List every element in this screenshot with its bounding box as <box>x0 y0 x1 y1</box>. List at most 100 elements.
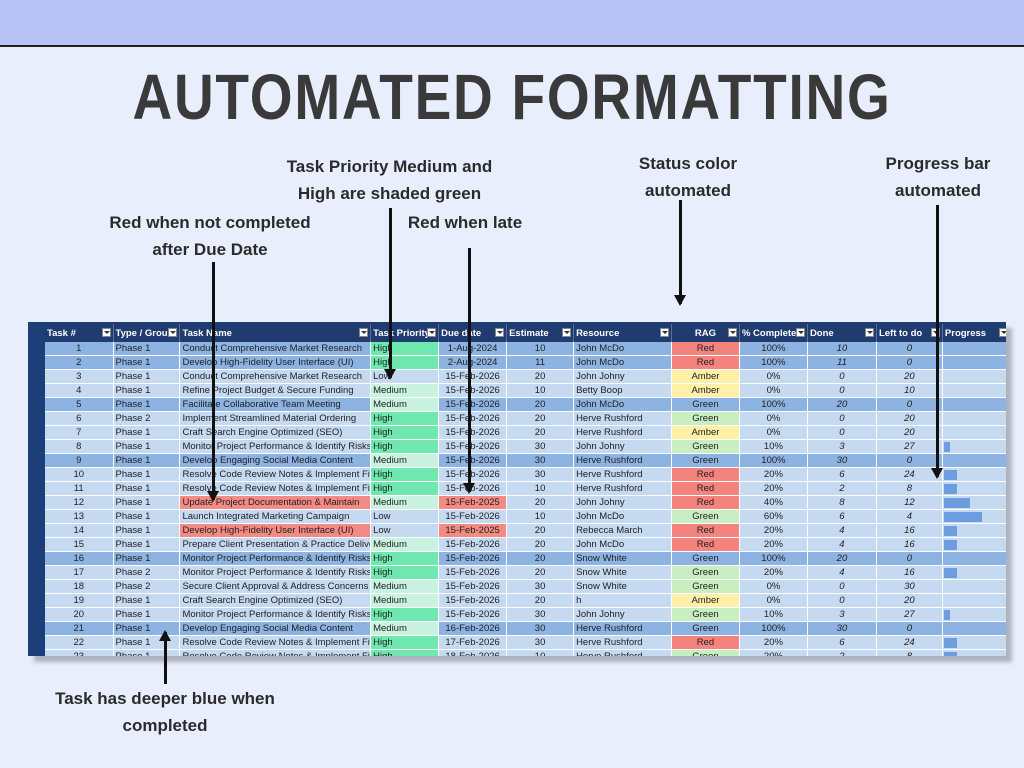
cell-progress[interactable] <box>942 649 1006 656</box>
cell-task-num[interactable]: 5 <box>45 397 114 412</box>
cell-resource[interactable]: Snow White <box>573 579 672 594</box>
cell-percent-complete[interactable]: 100% <box>739 551 808 566</box>
cell-task-name[interactable]: Resolve Code Review Notes & Implement Fi… <box>179 467 372 482</box>
cell-due-date[interactable]: 15-Feb-2026 <box>438 509 508 524</box>
cell-percent-complete[interactable]: 20% <box>739 523 808 538</box>
cell-progress[interactable] <box>942 495 1006 510</box>
cell-percent-complete[interactable]: 40% <box>739 495 808 510</box>
cell-type[interactable]: Phase 1 <box>113 495 181 510</box>
cell-priority[interactable]: High <box>370 607 440 622</box>
cell-left-to-do[interactable]: 0 <box>876 551 943 566</box>
cell-task-num[interactable]: 20 <box>45 607 114 622</box>
cell-task-name[interactable]: Monitor Project Performance & Identify R… <box>179 607 372 622</box>
cell-estimate[interactable]: 20 <box>506 551 575 566</box>
cell-due-date[interactable]: 15-Feb-2026 <box>438 537 508 552</box>
cell-done[interactable]: 20 <box>807 551 877 566</box>
cell-type[interactable]: Phase 1 <box>113 607 181 622</box>
cell-due-date[interactable]: 15-Feb-2026 <box>438 593 508 608</box>
cell-estimate[interactable]: 20 <box>506 565 575 580</box>
cell-task-num[interactable]: 18 <box>45 579 114 594</box>
cell-percent-complete[interactable]: 0% <box>739 369 808 384</box>
cell-left-to-do[interactable]: 0 <box>876 342 943 356</box>
cell-task-name[interactable]: Secure Client Approval & Address Concern… <box>179 579 372 594</box>
cell-priority[interactable]: Medium <box>370 593 440 608</box>
cell-left-to-do[interactable]: 20 <box>876 593 943 608</box>
cell-resource[interactable]: John McDo <box>573 342 672 356</box>
cell-due-date[interactable]: 15-Feb-2026 <box>438 565 508 580</box>
cell-rag[interactable]: Red <box>671 355 740 370</box>
cell-done[interactable]: 3 <box>807 607 877 622</box>
cell-priority[interactable]: Medium <box>370 453 440 468</box>
header-type-group[interactable]: Type / Grou <box>113 324 181 342</box>
cell-due-date[interactable]: 2-Aug-2024 <box>438 355 508 370</box>
cell-done[interactable]: 0 <box>807 579 877 594</box>
cell-task-num[interactable]: 19 <box>45 593 114 608</box>
cell-priority[interactable]: High <box>370 649 440 656</box>
cell-priority[interactable]: Medium <box>370 383 440 398</box>
cell-type[interactable]: Phase 1 <box>113 397 181 412</box>
cell-progress[interactable] <box>942 551 1006 566</box>
cell-task-num[interactable]: 1 <box>45 342 114 356</box>
cell-left-to-do[interactable]: 27 <box>876 607 943 622</box>
cell-task-num[interactable]: 14 <box>45 523 114 538</box>
cell-resource[interactable]: Herve Rushford <box>573 453 672 468</box>
cell-percent-complete[interactable]: 20% <box>739 481 808 496</box>
cell-task-name[interactable]: Develop Engaging Social Media Content <box>179 453 372 468</box>
cell-resource[interactable]: Betty Boop <box>573 383 672 398</box>
cell-type[interactable]: Phase 1 <box>113 383 181 398</box>
cell-estimate[interactable]: 10 <box>506 481 575 496</box>
cell-rag[interactable]: Red <box>671 342 740 356</box>
cell-done[interactable]: 6 <box>807 467 877 482</box>
cell-resource[interactable]: John McDo <box>573 509 672 524</box>
cell-left-to-do[interactable]: 27 <box>876 439 943 454</box>
cell-type[interactable]: Phase 1 <box>113 649 181 656</box>
cell-type[interactable]: Phase 1 <box>113 369 181 384</box>
cell-type[interactable]: Phase 1 <box>113 467 181 482</box>
cell-type[interactable]: Phase 1 <box>113 551 181 566</box>
cell-rag[interactable]: Green <box>671 509 740 524</box>
filter-dropdown-icon[interactable] <box>562 328 572 337</box>
cell-task-num[interactable]: 11 <box>45 481 114 496</box>
cell-rag[interactable]: Green <box>671 565 740 580</box>
cell-left-to-do[interactable]: 30 <box>876 579 943 594</box>
cell-priority[interactable]: High <box>370 635 440 650</box>
cell-progress[interactable] <box>942 355 1006 370</box>
cell-priority[interactable]: Medium <box>370 537 440 552</box>
cell-task-name[interactable]: Craft Search Engine Optimized (SEO) <box>179 425 372 440</box>
cell-done[interactable]: 6 <box>807 509 877 524</box>
cell-type[interactable]: Phase 1 <box>113 593 181 608</box>
cell-done[interactable]: 8 <box>807 495 877 510</box>
cell-done[interactable]: 4 <box>807 565 877 580</box>
cell-done[interactable]: 4 <box>807 523 877 538</box>
cell-left-to-do[interactable]: 24 <box>876 467 943 482</box>
cell-progress[interactable] <box>942 453 1006 468</box>
filter-dropdown-icon[interactable] <box>727 328 737 337</box>
cell-rag[interactable]: Red <box>671 523 740 538</box>
cell-estimate[interactable]: 20 <box>506 369 575 384</box>
cell-progress[interactable] <box>942 579 1006 594</box>
cell-estimate[interactable]: 20 <box>506 537 575 552</box>
cell-percent-complete[interactable]: 100% <box>739 355 808 370</box>
cell-due-date[interactable]: 15-Feb-2025 <box>438 495 508 510</box>
cell-rag[interactable]: Red <box>671 467 740 482</box>
cell-rag[interactable]: Red <box>671 495 740 510</box>
cell-task-num[interactable]: 10 <box>45 467 114 482</box>
cell-type[interactable]: Phase 1 <box>113 439 181 454</box>
cell-estimate[interactable]: 30 <box>506 439 575 454</box>
cell-progress[interactable] <box>942 397 1006 412</box>
cell-resource[interactable]: Rebecca March <box>573 523 672 538</box>
cell-percent-complete[interactable]: 0% <box>739 579 808 594</box>
cell-progress[interactable] <box>942 565 1006 580</box>
cell-estimate[interactable]: 11 <box>506 355 575 370</box>
cell-priority[interactable]: High <box>370 425 440 440</box>
cell-task-name[interactable]: Implement Streamlined Material Ordering <box>179 411 372 426</box>
cell-done[interactable]: 0 <box>807 369 877 384</box>
